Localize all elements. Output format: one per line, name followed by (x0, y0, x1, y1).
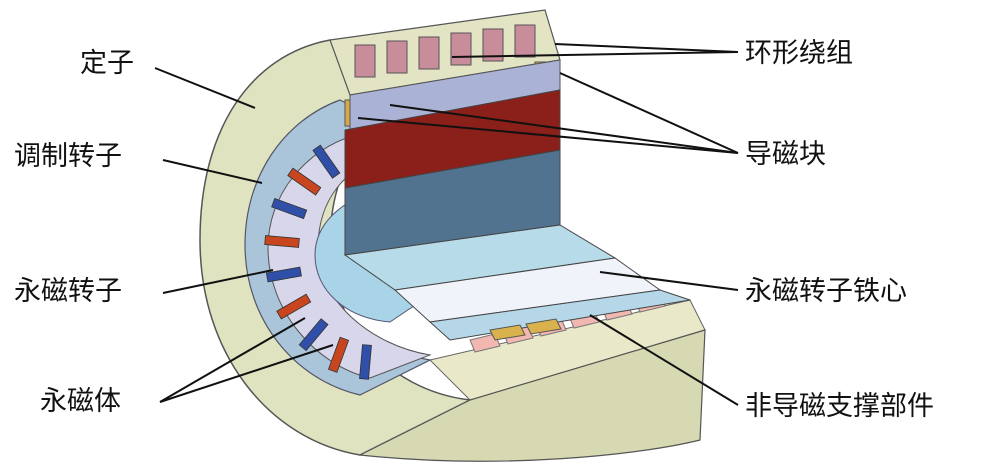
label-modulating-rotor: 调制转子 (14, 141, 122, 172)
support-flux-inserts (489, 318, 562, 341)
label-flux-block: 导磁块 (745, 139, 826, 170)
motor-body (199, 9, 706, 462)
stator-bottom-body (357, 329, 706, 462)
label-ring-winding: 环形绕组 (745, 38, 853, 69)
permanent-magnets (264, 144, 372, 380)
labels: 定子 调制转子 永磁转子 永磁体 环形绕组 导磁块 永磁转子铁心 非导磁支撑部件 (14, 38, 934, 422)
non-magnetic-support-band (428, 289, 691, 341)
label-pm-rotor: 永磁转子 (14, 276, 122, 307)
leader-lines (154, 43, 739, 406)
label-stator: 定子 (80, 48, 134, 79)
label-pm-rotor-core: 永磁转子铁心 (745, 276, 907, 307)
label-permanent-magnet: 永磁体 (40, 386, 121, 417)
label-non-magnetic-support: 非导磁支撑部件 (745, 391, 934, 422)
